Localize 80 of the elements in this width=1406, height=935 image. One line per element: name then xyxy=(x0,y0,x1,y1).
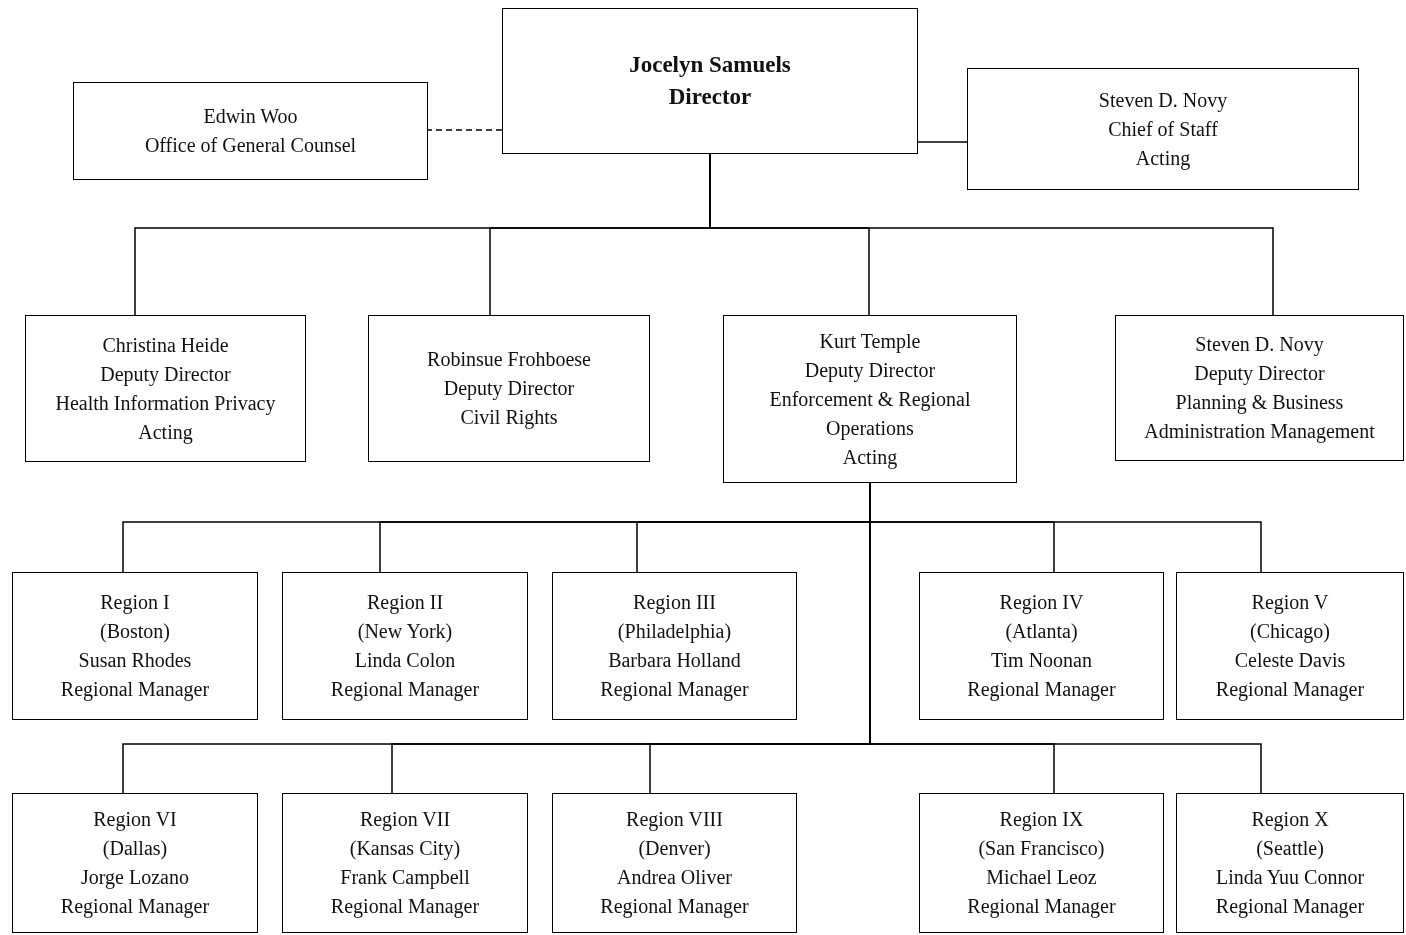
region-name: Region X xyxy=(1251,807,1329,833)
person-name: Linda Colon xyxy=(354,648,456,673)
org-chart-box xyxy=(967,68,1359,190)
region-name: Region III xyxy=(633,590,716,616)
org-chart-box xyxy=(1115,315,1404,461)
region-name: Region VII xyxy=(359,807,451,833)
job-title: Deputy Director xyxy=(1194,361,1325,387)
region-name: Region I xyxy=(100,590,170,616)
person-name: Robinsue Frohboese xyxy=(427,347,591,372)
division-name: Health Information Privacy xyxy=(55,390,276,417)
dashed-connector xyxy=(427,129,503,131)
region-name: Region VI xyxy=(93,807,177,833)
person-name: Jorge Lozano xyxy=(81,865,189,891)
org-chart-box xyxy=(502,8,918,154)
job-title: Regional Manager xyxy=(1215,894,1365,920)
city-name: (Seattle) xyxy=(1256,836,1324,862)
job-title: Deputy Director xyxy=(443,376,575,402)
job-title: Regional Manager xyxy=(330,894,480,920)
org-chart-box xyxy=(282,572,528,720)
org-chart-box xyxy=(25,315,306,462)
job-title: Deputy Director xyxy=(100,361,231,388)
person-name: Frank Campbell xyxy=(340,865,470,891)
person-name: Edwin Woo xyxy=(203,104,298,129)
org-chart-box xyxy=(552,793,797,933)
status-text: Acting xyxy=(138,419,193,446)
person-name: Kurt Temple xyxy=(819,328,921,355)
job-title: Regional Manager xyxy=(1215,677,1365,703)
person-name: Linda Yuu Connor xyxy=(1215,865,1365,890)
person-name: Steven D. Novy xyxy=(1098,87,1228,114)
city-name: (Philadelphia) xyxy=(617,619,732,645)
org-chart-box xyxy=(73,82,428,180)
job-title: Regional Manager xyxy=(330,677,480,703)
org-chart-box xyxy=(1176,572,1404,720)
division-name: Enforcement & Regional Operations xyxy=(768,386,972,442)
job-title: Chief of Staff xyxy=(1108,116,1218,142)
city-name: (Kansas City) xyxy=(349,836,461,862)
city-name: (Atlanta) xyxy=(1005,619,1078,645)
job-title: Director xyxy=(668,83,752,111)
region-name: Region VIII xyxy=(626,807,723,833)
person-name: Barbara Holland xyxy=(608,648,741,673)
job-title: Regional Manager xyxy=(600,894,749,920)
org-chart-box xyxy=(723,315,1017,483)
org-chart-box xyxy=(552,572,797,720)
connector-line xyxy=(917,141,968,143)
person-name: Celeste Davis xyxy=(1234,648,1346,673)
region-name: Region IV xyxy=(999,590,1084,616)
job-title: Regional Manager xyxy=(967,677,1116,703)
person-name: Tim Noonan xyxy=(991,648,1092,673)
status-text: Acting xyxy=(1135,145,1191,172)
job-title: Regional Manager xyxy=(967,894,1116,920)
job-title: Regional Manager xyxy=(60,677,210,703)
job-title: Regional Manager xyxy=(600,677,749,703)
org-chart-box xyxy=(1176,793,1404,933)
person-name: Steven D. Novy xyxy=(1195,332,1324,358)
region-name: Region IX xyxy=(999,807,1084,833)
person-name: Jocelyn Samuels xyxy=(629,51,791,79)
org-chart-box xyxy=(368,315,650,462)
person-name: Michael Leoz xyxy=(986,865,1097,890)
org-chart-box xyxy=(12,793,258,933)
city-name: (Dallas) xyxy=(102,836,168,862)
person-name: Christina Heide xyxy=(102,332,229,358)
job-title: Regional Manager xyxy=(60,894,210,920)
org-chart-box xyxy=(919,793,1164,933)
person-name: Susan Rhodes xyxy=(78,648,192,673)
city-name: (Chicago) xyxy=(1250,619,1330,645)
city-name: (San Francisco) xyxy=(978,836,1105,862)
division-name: Planning & Business Administration Management xyxy=(1143,390,1376,445)
org-chart-box xyxy=(282,793,528,933)
region-name: Region II xyxy=(366,590,444,616)
city-name: (New York) xyxy=(357,619,453,645)
city-name: (Denver) xyxy=(638,836,711,862)
org-chart-box xyxy=(919,572,1164,720)
org-chart-box xyxy=(12,572,258,720)
division-name: Civil Rights xyxy=(460,405,558,431)
office-name: Office of General Counsel xyxy=(144,133,357,158)
status-text: Acting xyxy=(842,444,898,471)
region-name: Region V xyxy=(1251,590,1329,616)
person-name: Andrea Oliver xyxy=(617,865,732,890)
city-name: (Boston) xyxy=(100,619,170,645)
job-title: Deputy Director xyxy=(804,357,936,384)
